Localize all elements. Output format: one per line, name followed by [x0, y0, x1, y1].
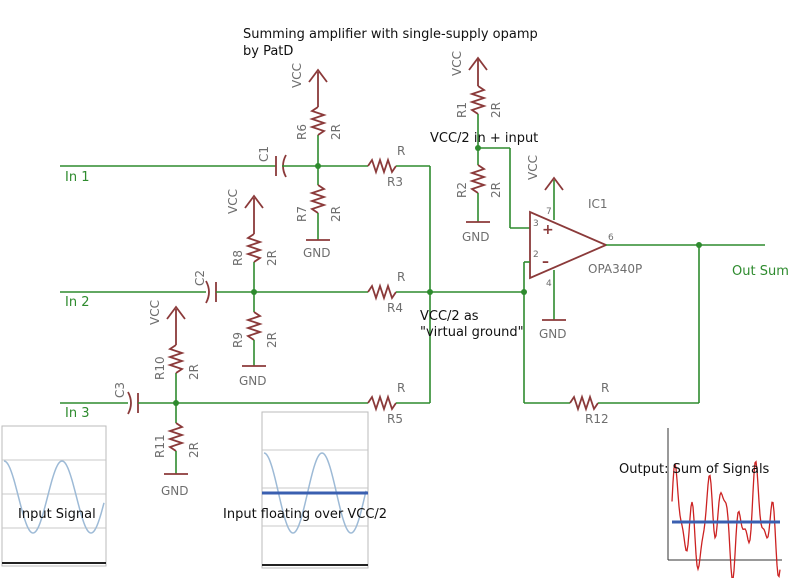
input-2-branch: In 2 C2 VCC R8 2R GND R9 2R R R4	[60, 189, 524, 388]
r2-gnd-label: GND	[462, 230, 490, 244]
r8-label: R8	[231, 250, 245, 266]
r4-value: R	[397, 270, 405, 284]
r8-value: 2R	[265, 250, 279, 266]
r3-label: R3	[387, 175, 403, 189]
r7-gnd-label: GND	[303, 246, 331, 260]
c2-label: C2	[193, 270, 207, 286]
output-sum-caption: Output: Sum of Signals	[619, 462, 770, 477]
r5-label: R5	[387, 412, 403, 426]
r6-vcc-label: VCC	[290, 63, 304, 88]
r10-vcc-label: VCC	[148, 300, 162, 325]
vcc-half-divider: VCC R1 2R R2 2R GND VCC/2 in + input	[430, 51, 538, 244]
r2-label: R2	[455, 182, 469, 198]
input-signal-caption: Input Signal	[18, 507, 96, 522]
r1-value: 2R	[489, 102, 503, 118]
r9-label: R9	[231, 332, 245, 348]
in-1-label: In 1	[65, 170, 89, 185]
input-3-branch: In 3 C3 VCC R10 2R GND R11 2R R R5	[60, 300, 430, 498]
r2-value: 2R	[489, 182, 503, 198]
opamp-vcc-label: VCC	[526, 155, 540, 180]
r12-label: R12	[585, 412, 609, 426]
c1-label: C1	[257, 146, 271, 162]
out-sum-label: Out Sum	[732, 264, 789, 279]
in-3-label: In 3	[65, 406, 89, 421]
r6-value: 2R	[329, 124, 343, 140]
c3-label: C3	[113, 382, 127, 398]
summing-node: VCC/2 as "virtual ground"	[420, 166, 527, 403]
r12-value: R	[601, 381, 609, 395]
r7-value: 2R	[329, 206, 343, 222]
r5-value: R	[397, 381, 405, 395]
r10-value: 2R	[187, 364, 201, 380]
opamp-gnd-label: GND	[539, 327, 567, 341]
inset-floating-signal: Input floating over VCC/2	[223, 411, 387, 569]
r10-label: R10	[153, 356, 167, 380]
inset-output-sum: Output: Sum of Signals	[619, 428, 782, 578]
vcc-half-note: VCC/2 in + input	[430, 131, 538, 146]
plus-sign: +	[542, 222, 554, 238]
pin-4: 4	[546, 279, 552, 289]
inset-input-signal: Input Signal	[1, 425, 107, 567]
pin-6: 6	[608, 233, 614, 243]
virtual-ground-note-2: "virtual ground"	[420, 325, 524, 340]
ic1-label: IC1	[588, 197, 608, 211]
r3-value: R	[397, 144, 405, 158]
r9-value: 2R	[265, 332, 279, 348]
pin-3: 3	[533, 219, 539, 229]
r4-label: R4	[387, 301, 403, 315]
opamp-part-label: OPA340P	[588, 262, 642, 276]
pin-2: 2	[533, 250, 539, 260]
opamp-ic1: IC1 OPA340P + – 3 2 7 4 6 VCC GND Out Su…	[523, 155, 789, 403]
r9-gnd-label: GND	[239, 374, 267, 388]
r1-vcc-label: VCC	[450, 51, 464, 76]
r7-label: R7	[295, 206, 309, 222]
virtual-ground-note-1: VCC/2 as	[420, 309, 479, 324]
r8-vcc-label: VCC	[226, 189, 240, 214]
in-2-label: In 2	[65, 295, 89, 310]
input-floating-caption: Input floating over VCC/2	[223, 507, 387, 522]
r6-label: R6	[295, 124, 309, 140]
r11-label: R11	[153, 434, 167, 458]
diagram-author: by PatD	[243, 44, 293, 59]
r1-label: R1	[455, 102, 469, 118]
feedback-r12: R R12	[524, 245, 700, 426]
pin-7: 7	[546, 207, 552, 217]
r11-value: 2R	[187, 442, 201, 458]
minus-sign: –	[542, 254, 549, 270]
r11-gnd-label: GND	[161, 484, 189, 498]
diagram-title: Summing amplifier with single-supply opa…	[243, 27, 538, 42]
input-1-branch: In 1 C1 VCC R6 2R GND R7 2R R R3	[60, 63, 430, 260]
